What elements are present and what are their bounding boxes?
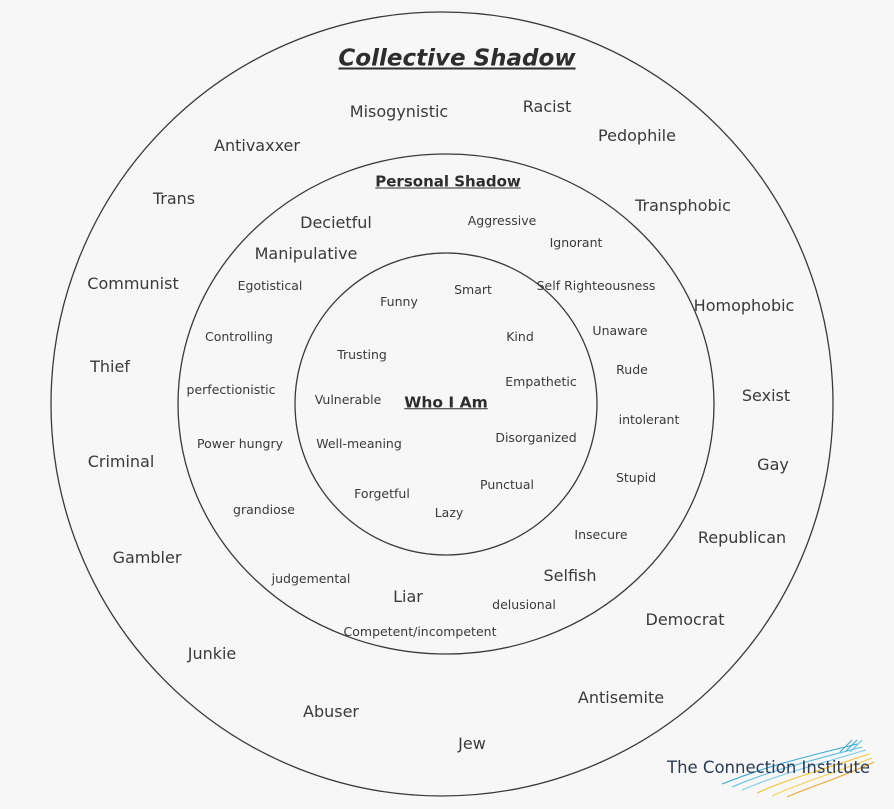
outer-label: Transphobic [635, 196, 731, 215]
outer-circle [50, 11, 834, 797]
core-label: Punctual [480, 476, 534, 492]
personal-label: Unaware [592, 322, 648, 338]
outer-label: Abuser [303, 702, 359, 721]
outer-label: Gambler [112, 548, 182, 567]
personal-label: Stupid [615, 469, 657, 485]
personal-label: Rude [616, 361, 648, 377]
core-label: Disorganized [495, 429, 577, 445]
personal-label: Self Righteousness [536, 277, 656, 293]
personal-label: grandiose [233, 501, 295, 517]
outer-label: Junkie [187, 644, 237, 663]
collective-shadow-title: Collective Shadow [338, 45, 576, 72]
outer-label: Misogynistic [349, 102, 449, 121]
personal-label: Insecure [574, 526, 628, 542]
outer-label: Antisemite [577, 688, 665, 707]
core-label: Empathetic [505, 373, 577, 389]
personal-label: delusional [492, 596, 556, 612]
personal-label: Ignorant [549, 234, 603, 250]
outer-label: Antivaxxer [214, 136, 300, 155]
core-label: Well-meaning [316, 435, 402, 451]
core-label: Trusting [337, 346, 387, 362]
outer-label: Criminal [87, 452, 155, 471]
personal-label: Controlling [205, 328, 273, 344]
inner-circle [294, 252, 598, 556]
outer-label: Trans [152, 189, 196, 208]
outer-label: Pedophile [598, 126, 676, 145]
personal-label: Manipulative [254, 244, 358, 263]
personal-shadow-title: Personal Shadow [375, 172, 521, 191]
who-i-am-title: Who I Am [404, 393, 488, 412]
personal-label: Aggressive [467, 212, 537, 228]
core-label: Funny [380, 293, 418, 309]
personal-label: Power hungry [196, 435, 284, 451]
outer-label: Gay [757, 455, 789, 474]
personal-label: judgemental [271, 570, 351, 586]
personal-label: Decietful [300, 213, 372, 232]
personal-label: Selfish [543, 566, 597, 585]
core-label: Smart [454, 281, 492, 297]
outer-label: Racist [522, 97, 572, 116]
outer-label: Communist [87, 274, 179, 293]
core-label: Lazy [434, 504, 464, 520]
personal-label: Competent/incompetent [343, 623, 497, 639]
core-label: Vulnerable [314, 391, 382, 407]
personal-label: Liar [393, 587, 423, 606]
logo-text: The Connection Institute [667, 758, 871, 777]
connection-institute-logo [721, 739, 875, 798]
middle-circle [177, 153, 715, 655]
core-label: Kind [506, 328, 534, 344]
personal-label: Egotistical [237, 277, 303, 293]
outer-label: Republican [697, 528, 787, 547]
outer-label: Jew [458, 734, 486, 753]
outer-label: Sexist [741, 386, 791, 405]
outer-label: Democrat [645, 610, 725, 629]
outer-label: Homophobic [693, 296, 795, 315]
personal-label: intolerant [618, 411, 680, 427]
outer-label: Thief [90, 357, 130, 376]
core-label: Forgetful [354, 485, 410, 501]
personal-label: perfectionistic [186, 381, 276, 397]
